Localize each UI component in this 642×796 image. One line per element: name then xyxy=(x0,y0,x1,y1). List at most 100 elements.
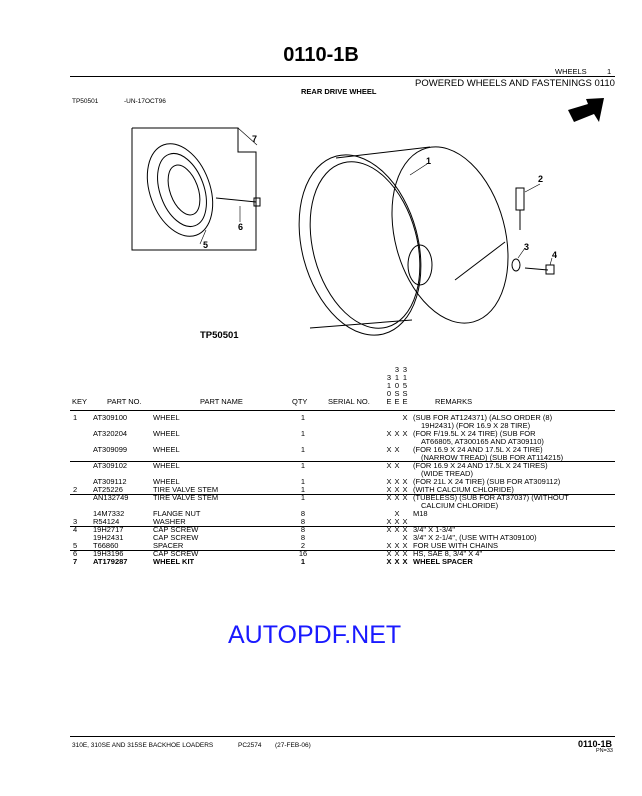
row-qty: 8 xyxy=(300,517,306,526)
col-model-310se: 3 1 0 S E xyxy=(394,365,400,406)
row-remarks: FOR USE WITH CHAINS xyxy=(413,541,499,550)
row-model-mark: X xyxy=(394,477,400,486)
col-model-310e: 3 1 0 E xyxy=(386,373,392,406)
row-model-mark: X xyxy=(386,517,392,526)
row-key: 5 xyxy=(73,541,78,550)
row-remarks: CALCIUM CHLORIDE) xyxy=(421,501,499,510)
row-model-mark: X xyxy=(394,445,400,454)
row-qty: 16 xyxy=(298,549,308,558)
row-part-name: TIRE VALVE STEM xyxy=(153,493,219,502)
table-rule xyxy=(70,410,615,411)
row-part-no: T66860 xyxy=(93,541,119,550)
row-model-mark: X xyxy=(402,525,408,534)
row-remarks: (TUBELESS) (SUB FOR AT37037) (WITHOUT xyxy=(413,493,569,502)
row-part-name: WHEEL xyxy=(153,429,180,438)
row-part-no: R54124 xyxy=(93,517,120,526)
table-rule xyxy=(70,494,615,495)
row-model-mark: X xyxy=(394,541,400,550)
watermark: AUTOPDF.NET xyxy=(228,621,402,649)
row-part-name: WHEEL KIT xyxy=(153,557,195,566)
row-part-no: AT309112 xyxy=(93,477,127,486)
row-qty: 1 xyxy=(300,477,306,486)
row-model-mark: X xyxy=(386,549,392,558)
row-remarks: 3/4" X 2-1/4", (USE WITH AT309100) xyxy=(413,533,537,542)
row-model-mark: X xyxy=(402,485,408,494)
row-remarks: 3/4" X 1-3/4" xyxy=(413,525,456,534)
table-rule xyxy=(70,526,615,527)
row-part-name: WHEEL xyxy=(153,445,180,454)
row-model-mark: X xyxy=(402,493,408,502)
row-part-no: AT309100 xyxy=(93,413,128,422)
illustration-id: TP50501 xyxy=(72,98,99,105)
group-title: POWERED WHEELS AND FASTENINGS 0110 xyxy=(415,78,615,89)
row-model-mark: X xyxy=(394,557,400,566)
col-key: KEY xyxy=(72,397,88,406)
row-model-mark: X xyxy=(402,549,408,558)
col-qty: QTY xyxy=(292,397,308,406)
row-part-no: AT309099 xyxy=(93,445,128,454)
row-model-mark: X xyxy=(386,445,392,454)
row-remarks: (NARROW TREAD) (SUB FOR AT114215) xyxy=(421,453,564,462)
header-rule xyxy=(70,76,615,77)
callout-6: 6 xyxy=(238,222,243,232)
row-key: 6 xyxy=(73,549,78,558)
row-remarks: 19H2431) (FOR 16.9 X 28 TIRE) xyxy=(421,421,531,430)
row-model-mark: X xyxy=(394,509,400,518)
row-key: 7 xyxy=(73,557,78,566)
row-model-mark: X xyxy=(394,517,400,526)
row-remarks: (FOR 16.9 X 24 AND 17.5L X 24 TIRE) xyxy=(413,445,543,454)
row-model-mark: X xyxy=(386,541,392,550)
row-part-no: 19H2431 xyxy=(93,533,124,542)
row-part-name: FLANGE NUT xyxy=(153,509,201,518)
row-part-name: SPACER xyxy=(153,541,184,550)
col-part-name: PART NAME xyxy=(200,397,243,406)
section-name: WHEELS xyxy=(555,67,587,76)
row-qty: 1 xyxy=(300,461,306,470)
row-model-mark: X xyxy=(402,533,408,542)
footer-models: 310E, 310SE AND 315SE BACKHOE LOADERS xyxy=(72,742,214,749)
footer-rule xyxy=(70,736,615,737)
callout-4: 4 xyxy=(552,250,557,260)
row-part-no: AT25226 xyxy=(93,485,123,494)
callout-3: 3 xyxy=(524,242,529,252)
row-model-mark: X xyxy=(386,429,392,438)
col-serial-no: SERIAL NO. xyxy=(328,397,370,406)
row-part-name: WHEEL xyxy=(153,413,180,422)
row-remarks: (SUB FOR AT124371) (ALSO ORDER (8) xyxy=(413,413,553,422)
row-qty: 8 xyxy=(300,509,306,518)
row-part-no: 19H3196 xyxy=(93,549,124,558)
row-remarks: (WITH CALCIUM CHLORIDE) xyxy=(413,485,514,494)
row-qty: 1 xyxy=(300,485,306,494)
row-qty: 1 xyxy=(300,413,306,422)
row-model-mark: X xyxy=(394,493,400,502)
row-remarks: M18 xyxy=(413,509,428,518)
row-qty: 1 xyxy=(300,493,306,502)
footer-catalog: PC2574 xyxy=(238,742,262,749)
row-model-mark: X xyxy=(394,485,400,494)
callout-1: 1 xyxy=(426,156,431,166)
row-model-mark: X xyxy=(402,557,408,566)
callout-5: 5 xyxy=(203,240,208,250)
row-key: 1 xyxy=(73,413,78,422)
row-qty: 1 xyxy=(300,557,306,566)
row-model-mark: X xyxy=(402,477,408,486)
next-page-arrow-icon[interactable] xyxy=(566,96,606,124)
illustration-label: TP50501 xyxy=(200,330,239,341)
callout-2: 2 xyxy=(538,174,543,184)
row-qty: 8 xyxy=(300,533,306,542)
row-key: 4 xyxy=(73,525,78,534)
row-model-mark: X xyxy=(394,429,400,438)
row-model-mark: X xyxy=(402,541,408,550)
row-key: 2 xyxy=(73,485,78,494)
row-part-no: AN132749 xyxy=(93,493,129,502)
